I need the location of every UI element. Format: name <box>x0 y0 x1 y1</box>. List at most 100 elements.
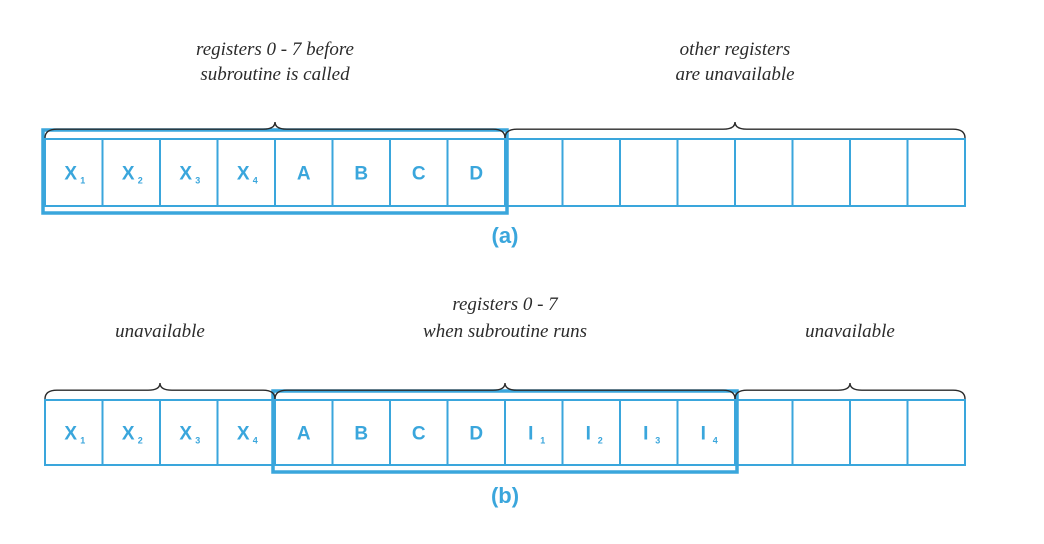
register-cell <box>734 138 794 207</box>
register-name: A <box>297 424 311 445</box>
register-subscript: 1 <box>80 436 85 446</box>
register-cell <box>561 138 621 207</box>
register-cell-box <box>849 399 909 466</box>
register-cell-box <box>504 399 564 466</box>
register-subscript: 4 <box>253 436 258 446</box>
register-name: C <box>412 164 426 185</box>
register-name: X <box>64 424 77 445</box>
register-cell-box <box>159 399 219 466</box>
register-cell <box>619 138 679 207</box>
register-subscript: 3 <box>195 436 200 446</box>
register-cell-box <box>791 399 851 466</box>
register-cell: B <box>331 138 391 207</box>
register-cell-box <box>389 138 449 207</box>
brace-label: subroutine is called <box>200 64 350 85</box>
register-cell <box>791 399 851 466</box>
register-cell-box <box>274 399 334 466</box>
register-name: X <box>122 424 135 445</box>
register-cell-box <box>331 399 391 466</box>
register-cell-box <box>734 399 794 466</box>
register-cell <box>676 138 736 207</box>
register-name: X <box>237 164 250 185</box>
register-cell-box <box>44 138 104 207</box>
register-name: X <box>237 424 250 445</box>
register-cell <box>734 399 794 466</box>
curly-brace <box>734 382 966 400</box>
register-subscript: 1 <box>80 176 85 186</box>
register-name: I <box>586 424 591 445</box>
register-subscript: 3 <box>195 176 200 186</box>
curly-brace <box>44 382 276 400</box>
register-name: I <box>528 424 533 445</box>
brace-label: are unavailable <box>675 64 794 85</box>
register-cell-box <box>389 399 449 466</box>
register-cell: C <box>389 399 449 466</box>
register-subscript: 3 <box>655 436 660 446</box>
curly-brace <box>274 382 736 400</box>
register-subscript: 4 <box>713 436 718 446</box>
register-cell-box <box>906 399 966 466</box>
register-name: A <box>297 164 311 185</box>
register-cell: D <box>446 138 506 207</box>
register-window-highlight <box>41 128 509 215</box>
register-cell <box>906 399 966 466</box>
register-cell-box <box>331 138 391 207</box>
brace-label: when subroutine runs <box>423 321 587 342</box>
register-name: C <box>412 424 426 445</box>
register-cell-box <box>561 399 621 466</box>
register-subscript: 4 <box>253 176 258 186</box>
register-cell-box <box>504 138 564 207</box>
register-cell-box <box>274 138 334 207</box>
register-cell-box <box>446 399 506 466</box>
brace-label: other registers <box>680 39 791 60</box>
brace-label: unavailable <box>115 321 205 342</box>
curly-brace <box>504 121 966 139</box>
brace-label: registers 0 - 7 before <box>196 39 354 60</box>
register-name: X <box>179 424 192 445</box>
register-cell-box <box>676 138 736 207</box>
register-cell-box <box>734 138 794 207</box>
register-cell-box <box>44 399 104 466</box>
register-window-highlight <box>271 389 739 474</box>
register-cell <box>504 138 564 207</box>
register-cell: A <box>274 399 334 466</box>
register-cell: D <box>446 399 506 466</box>
register-subscript: 2 <box>598 436 603 446</box>
register-cell-box <box>446 138 506 207</box>
register-subscript: 1 <box>540 436 545 446</box>
register-name: B <box>354 164 368 185</box>
register-cell <box>791 138 851 207</box>
register-cell-box <box>619 138 679 207</box>
register-cell-box <box>791 138 851 207</box>
panel-label: (b) <box>491 483 519 508</box>
register-cell-box <box>676 399 736 466</box>
register-name: X <box>122 164 135 185</box>
register-cell: B <box>331 399 391 466</box>
register-name: X <box>64 164 77 185</box>
register-cell: A <box>274 138 334 207</box>
register-subscript: 2 <box>138 176 143 186</box>
register-cell-box <box>619 399 679 466</box>
brace-label: registers 0 - 7 <box>452 294 559 315</box>
panel-label: (a) <box>492 223 519 248</box>
register-name: I <box>701 424 706 445</box>
curly-brace <box>44 121 506 139</box>
register-name: I <box>643 424 648 445</box>
register-cell-box <box>561 138 621 207</box>
register-cell-box <box>159 138 219 207</box>
register-cell <box>906 138 966 207</box>
